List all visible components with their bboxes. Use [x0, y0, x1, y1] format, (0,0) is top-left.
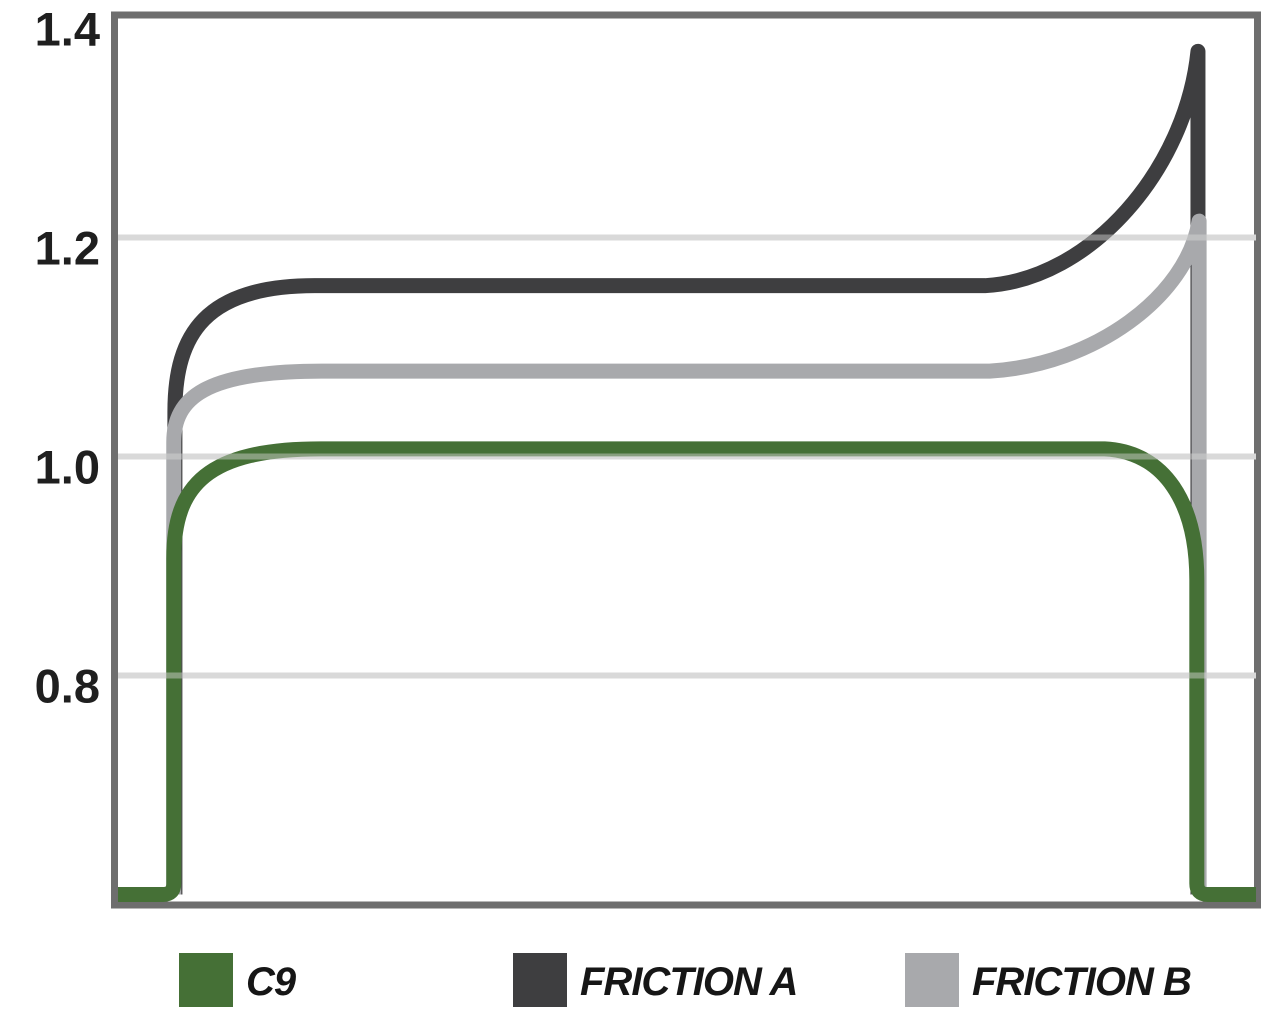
- gridline-overlay: [118, 234, 1256, 679]
- legend-swatch-friction-b: [905, 953, 959, 1007]
- legend-label-friction-a: FRICTION A: [580, 960, 797, 1004]
- y-tick-label-1.2: 1.2: [35, 222, 100, 275]
- y-tick-label-1.4: 1.4: [35, 3, 100, 56]
- plot-border: [111, 11, 1261, 909]
- legend-swatch-friction-a: [513, 953, 567, 1007]
- y-tick-label-0.8: 0.8: [35, 660, 100, 713]
- legend-item-friction-b: FRICTION B: [905, 953, 1192, 1007]
- legend-item-friction-a: FRICTION A: [513, 953, 798, 1007]
- y-axis-tick-labels: 1.4 1.2 1.0 0.8: [35, 3, 100, 713]
- series-lines: [118, 43, 1256, 902]
- y-tick-label-1.0: 1.0: [35, 441, 100, 494]
- series-line-c9: [118, 441, 1256, 902]
- legend: C9 FRICTION A FRICTION B: [179, 953, 1192, 1007]
- series-line-friction-a: [167, 43, 1206, 895]
- legend-swatch-c9: [179, 953, 233, 1007]
- legend-label-c9: C9: [246, 960, 297, 1004]
- legend-item-c9: C9: [179, 953, 298, 1007]
- series-line-friction-b: [166, 213, 1207, 895]
- legend-label-friction-b: FRICTION B: [972, 960, 1191, 1004]
